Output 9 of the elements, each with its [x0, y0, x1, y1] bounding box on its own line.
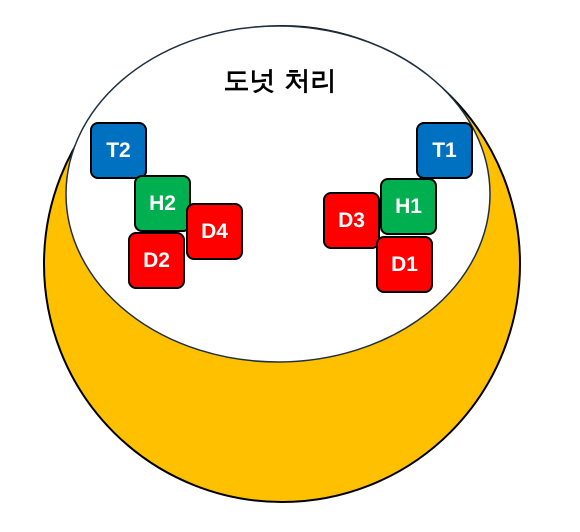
title: 도넛 처리 — [222, 65, 338, 98]
label-box: T2 — [90, 122, 147, 179]
label-box: H2 — [134, 175, 191, 232]
label-box: D3 — [323, 192, 380, 249]
label-box: D2 — [128, 232, 185, 289]
label-box: H1 — [380, 178, 437, 235]
label-box: T1 — [416, 122, 473, 179]
label-box: D4 — [186, 203, 243, 260]
label-box: D1 — [376, 236, 433, 293]
